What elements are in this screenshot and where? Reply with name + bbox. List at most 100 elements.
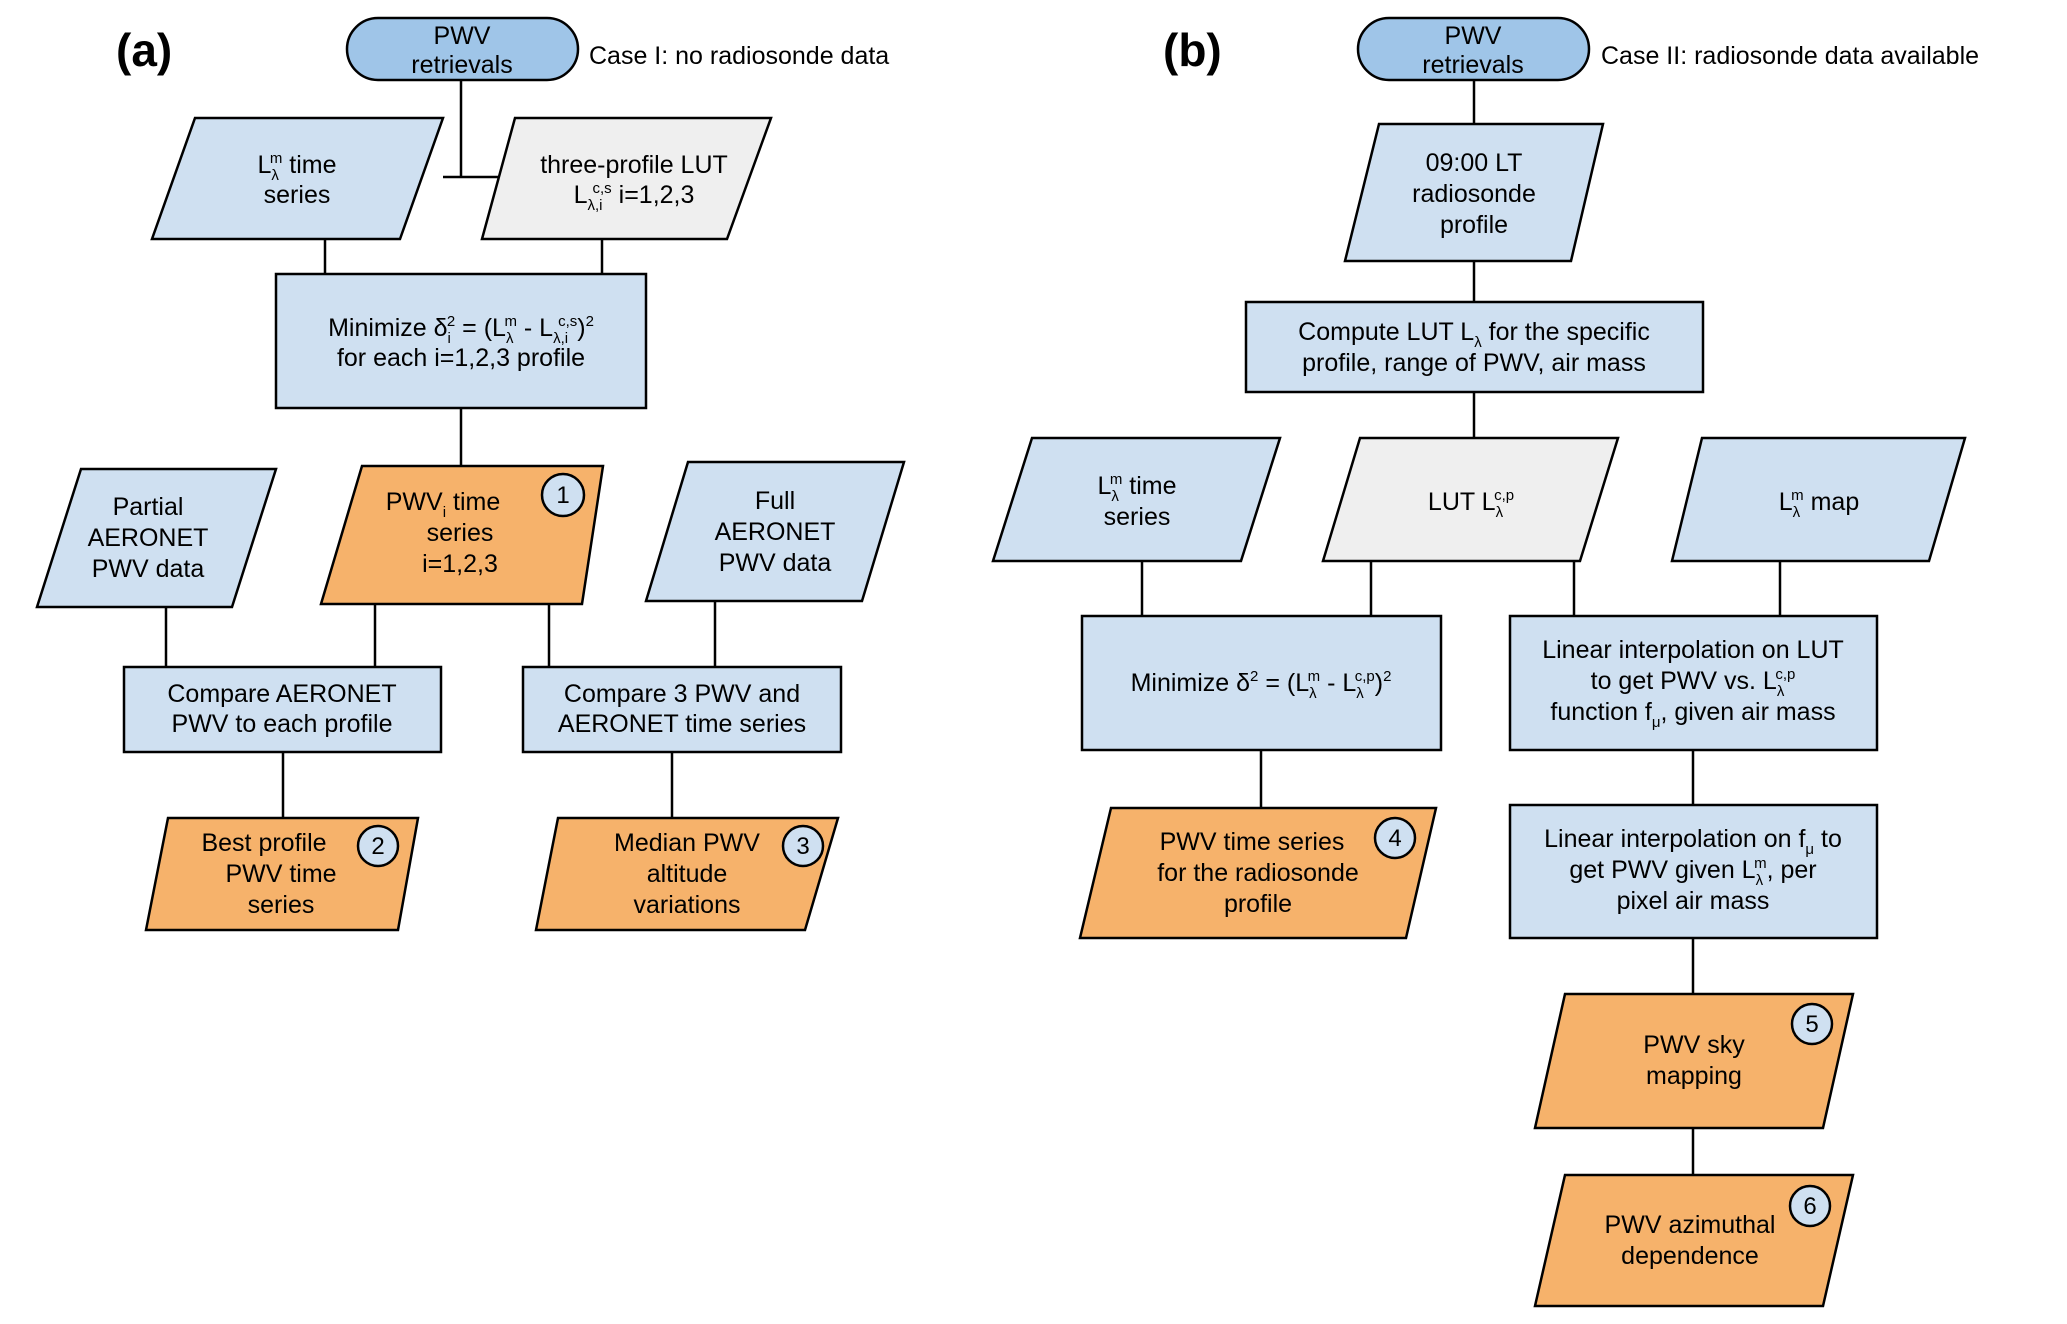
median-altitude-output: Median PWV altitude variations 3 [534, 816, 840, 932]
badge-5: 5 [1805, 1011, 1818, 1038]
lut-cp-label: LUT Lλc,p [1428, 487, 1514, 521]
badge-1: 1 [556, 482, 569, 509]
interpolation-f-mu-shape [1508, 803, 1879, 940]
partial-aeronet-line1: Partial [113, 493, 184, 521]
pwv-azimuthal-output: PWV azimuthal dependence 6 [1533, 1173, 1855, 1308]
median-altitude-line1: Median PWV [614, 829, 760, 857]
lut-cp-shape [1321, 436, 1620, 563]
full-aeronet-input-shape [644, 460, 906, 603]
pwv-i-time-series-line3: i=1,2,3 [422, 550, 498, 578]
radiance-time-series-input-b-line2: series [1104, 503, 1171, 531]
partial-aeronet-input: Partial AERONET PWV data [35, 467, 278, 609]
median-altitude-line3: variations [634, 891, 741, 919]
minimize-three-profiles-tail: for each i=1,2,3 profile [337, 344, 585, 372]
minimize-three-profiles: Minimize δi2 = (Lλm - Lλ,ic,s)2 for each… [274, 272, 648, 410]
compute-lut-line2: profile, range of PWV, air mass [1302, 349, 1646, 377]
pwv-sky-mapping-line1: PWV sky [1643, 1031, 1745, 1059]
badge-4-circle [1373, 816, 1417, 860]
panel-a-label: (a) [116, 24, 172, 76]
best-profile-line1: Best profile [201, 829, 326, 857]
badge-3-circle [781, 824, 825, 868]
median-altitude-output-shape [534, 816, 840, 932]
pwv-radiosonde-output-shape [1078, 806, 1438, 940]
compare-aeronet-line1: Compare AERONET [167, 680, 396, 708]
compute-lut-line1: Compute LUT Lλ for the specific [1298, 318, 1650, 351]
badge-6: 6 [1803, 1193, 1816, 1220]
panel-b-connectors [1140, 80, 1782, 1175]
full-aeronet-line2: AERONET [715, 518, 836, 546]
full-aeronet-line1: Full [755, 487, 795, 515]
compare-aeronet-each-profile-shape [122, 665, 443, 754]
badge-5-circle [1790, 1002, 1834, 1046]
minimize-radiosonde-shape [1080, 614, 1443, 752]
radiance-map-input-shape [1670, 436, 1967, 563]
interpolation-lut-line2: to get PWV vs. Lλc,p [1591, 666, 1796, 700]
compute-lut: Compute LUT Lλ for the specific profile,… [1244, 300, 1705, 394]
compare-three-pwv-line1: Compare 3 PWV and [564, 680, 800, 708]
radiance-time-series-input-a-shape [150, 116, 445, 241]
best-profile-output-shape [144, 816, 420, 932]
start-terminal-b-line1: PWV [1445, 22, 1502, 50]
best-profile-line2: PWV time [225, 860, 336, 888]
lut-cp: LUT Lλc,p [1321, 436, 1620, 563]
compute-lut-shape [1244, 300, 1705, 394]
pwv-sky-mapping-line2: mapping [1646, 1062, 1742, 1090]
pwv-sky-mapping-output: PWV sky mapping 5 [1533, 992, 1855, 1130]
interpolation-f-mu-line2: get PWV given Lλm, per [1569, 855, 1816, 889]
radiosonde-profile-line2: radiosonde [1412, 180, 1536, 208]
radiosonde-profile-input: 09:00 LT radiosonde profile [1343, 122, 1605, 263]
full-aeronet-input: Full AERONET PWV data [644, 460, 906, 603]
partial-aeronet-input-shape [35, 467, 278, 609]
pwv-azimuthal-line2: dependence [1621, 1242, 1759, 1270]
badge-4: 4 [1388, 825, 1401, 852]
panel-a-connectors [164, 80, 717, 818]
three-profile-lut: three-profile LUT Lλ,ic,s i=1,2,3 [480, 116, 773, 241]
interpolation-lut-line1: Linear interpolation on LUT [1542, 636, 1844, 664]
case-1-label: Case I: no radiosonde data [589, 42, 889, 70]
start-terminal-a-shape [345, 16, 580, 82]
partial-aeronet-line3: PWV data [92, 555, 205, 583]
best-profile-output: Best profile PWV time series 2 [144, 816, 420, 932]
minimize-three-profiles-shape [274, 272, 648, 410]
pwv-radiosonde-line3: profile [1224, 890, 1292, 918]
radiance-time-series-input-b-shape [991, 436, 1282, 563]
compare-three-pwv-shape [521, 665, 843, 754]
three-profile-lut-title: three-profile LUT [540, 151, 728, 179]
badge-1-circle [540, 472, 586, 518]
radiance-time-series-input-a-line1: Lλm time [257, 150, 336, 184]
pwv-i-time-series-line2: series [427, 519, 494, 547]
pwv-radiosonde-output: PWV time series for the radiosonde profi… [1078, 806, 1438, 940]
radiance-time-series-input-a: Lλm time series [150, 116, 445, 241]
radiosonde-profile-line1: 09:00 LT [1426, 149, 1523, 177]
badge-6-circle [1788, 1184, 1832, 1228]
badge-3: 3 [796, 833, 809, 860]
radiance-time-series-input-a-line2: series [264, 181, 331, 209]
full-aeronet-line3: PWV data [719, 549, 832, 577]
minimize-radiosonde-equation: Minimize δ2 = (Lλm - Lλc,p)2 [1131, 668, 1392, 702]
three-profile-lut-symbol: Lλ,ic,s i=1,2,3 [574, 180, 695, 214]
interpolation-lut-shape [1508, 614, 1879, 752]
panel-b-label: (b) [1163, 24, 1222, 76]
start-terminal-a: PWV retrievals [345, 16, 580, 82]
radiance-time-series-input-b: Lλm time series [991, 436, 1282, 563]
pwv-i-time-series-output-shape [319, 464, 605, 606]
radiance-map-input: Lλm map [1670, 436, 1967, 563]
case-2-label: Case II: radiosonde data available [1601, 42, 1979, 70]
pwv-i-time-series-output: PWVi time series i=1,2,3 1 [319, 464, 605, 606]
interpolation-lut: Linear interpolation on LUT to get PWV v… [1508, 614, 1879, 752]
compare-three-pwv: Compare 3 PWV and AERONET time series [521, 665, 843, 754]
partial-aeronet-line2: AERONET [88, 524, 209, 552]
median-altitude-line2: altitude [647, 860, 728, 888]
radiance-time-series-input-b-line1: Lλm time [1097, 471, 1176, 505]
radiosonde-profile-line3: profile [1440, 211, 1508, 239]
pwv-radiosonde-line2: for the radiosonde [1157, 859, 1359, 887]
radiosonde-profile-input-shape [1343, 122, 1605, 263]
interpolation-f-mu-line3: pixel air mass [1617, 887, 1770, 915]
badge-2-circle [356, 824, 400, 868]
minimize-three-profiles-equation: Minimize δi2 = (Lλm - Lλ,ic,s)2 [328, 313, 594, 347]
interpolation-lut-line3: function fμ, given air mass [1550, 698, 1835, 731]
badge-2: 2 [371, 833, 384, 860]
best-profile-line3: series [248, 891, 315, 919]
compare-three-pwv-line2: AERONET time series [558, 710, 806, 738]
